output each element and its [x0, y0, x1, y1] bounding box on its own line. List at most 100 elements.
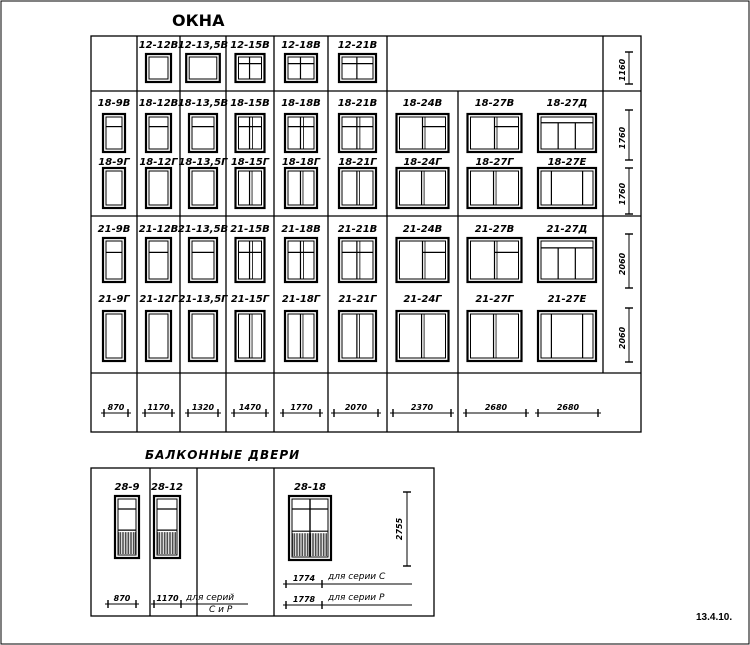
window-18-13,5В: 18-13,5В	[178, 98, 228, 154]
door-note-series: для серий	[185, 593, 234, 603]
window-18-12Г: 18-12Г	[139, 157, 178, 210]
width-dimension-value: 1170	[147, 403, 170, 412]
window-label: 21-18Г	[282, 294, 321, 305]
width-dimension-value: 1770	[290, 403, 313, 412]
window-label: 21-21Г	[338, 294, 377, 305]
door-18-note-c: для серии С	[327, 572, 386, 582]
window-label: 21-27Г	[475, 294, 514, 305]
window-21-27Д: 21-27Д	[536, 224, 598, 284]
window-label: 18-24В	[403, 98, 443, 109]
window-label: 18-21В	[338, 98, 378, 109]
window-label: 18-27Е	[548, 157, 587, 168]
window-18-9В: 18-9В	[98, 98, 131, 154]
window-21-9В: 21-9В	[98, 224, 131, 284]
window-label: 21-21В	[338, 224, 378, 235]
door-label: 28-18	[294, 482, 326, 493]
window-label: 21-13,5В	[178, 224, 228, 235]
window-label: 21-15В	[230, 224, 270, 235]
door-18-width-c-value: 1774	[293, 574, 316, 583]
width-dimension: 870	[101, 403, 131, 417]
window-label: 18-27Д	[547, 98, 588, 109]
window-18-12В: 18-12В	[139, 98, 179, 154]
window-18-24В: 18-24В	[395, 98, 450, 154]
window-18-13,5Г: 18-13,5Г	[178, 157, 228, 210]
width-dimension: 2680	[535, 403, 601, 417]
window-21-27В: 21-27В	[466, 224, 523, 284]
door-28-9: 28-9	[113, 482, 141, 560]
window-label: 18-13,5В	[178, 98, 228, 109]
window-21-12Г: 21-12Г	[139, 294, 178, 363]
window-12-12В: 12-12В	[139, 40, 178, 84]
height-dimension: 1160	[618, 51, 633, 85]
height-dimension: 2060	[618, 233, 633, 289]
window-label: 21-12В	[139, 224, 179, 235]
width-dimensions: 870 1170 1320 1470 1770 2070 2370 2680 2680	[101, 403, 601, 417]
width-dimension: 2680	[463, 403, 529, 417]
door-width-dimension-value: 870	[114, 594, 131, 603]
window-label: 18-13,5Г	[178, 157, 228, 168]
window-12-21В: 12-21В	[338, 40, 377, 84]
door-width-dimension: 1170	[151, 594, 184, 608]
width-dimension-value: 1320	[192, 403, 215, 412]
door-18-width-c: 1774	[283, 574, 325, 588]
window-label: 18-15Г	[231, 157, 270, 168]
window-label: 18-12Г	[139, 157, 178, 168]
window-label: 18-24Г	[403, 157, 442, 168]
window-label: 18-15В	[230, 98, 270, 109]
window-label: 18-9В	[98, 98, 131, 109]
window-18-24Г: 18-24Г	[395, 157, 450, 210]
window-18-27Д: 18-27Д	[536, 98, 598, 154]
height-dimension: 1760	[618, 167, 633, 215]
window-18-21Г: 18-21Г	[337, 157, 377, 210]
door-width-dimension-value: 1170	[156, 594, 179, 603]
width-dimension: 2070	[331, 403, 381, 417]
window-18-9Г: 18-9Г	[98, 157, 130, 210]
balcony-doors-title: БАЛКОННЫЕ ДВЕРИ	[145, 448, 300, 462]
width-dimension: 1770	[280, 403, 323, 417]
window-label: 18-18Г	[282, 157, 321, 168]
window-21-9Г: 21-9Г	[98, 294, 130, 363]
height-dimension-value: 2060	[618, 252, 627, 275]
door-note-series-names: С и Р	[209, 605, 233, 615]
width-dimension: 1170	[142, 403, 175, 417]
window-label: 18-12В	[139, 98, 179, 109]
window-21-27Г: 21-27Г	[466, 294, 523, 363]
window-label: 12-13,5В	[178, 40, 228, 51]
window-18-15Г: 18-15Г	[231, 157, 270, 210]
window-21-27Е: 21-27Е	[536, 294, 598, 363]
width-dimension-value: 2680	[485, 403, 508, 412]
door-label: 28-9	[114, 482, 139, 493]
window-label: 18-18В	[281, 98, 321, 109]
window-label: 21-18В	[281, 224, 321, 235]
width-dimension: 1320	[185, 403, 221, 417]
window-12-18В: 12-18В	[281, 40, 321, 84]
height-dimension-value: 2060	[618, 326, 627, 349]
window-21-21Г: 21-21Г	[337, 294, 377, 363]
window-18-21В: 18-21В	[338, 98, 378, 154]
window-label: 21-24В	[403, 224, 443, 235]
height-dimension-value: 1160	[618, 58, 627, 81]
door-28-12: 28-12	[151, 482, 183, 560]
window-18-15В: 18-15В	[230, 98, 270, 154]
window-label: 18-21Г	[338, 157, 377, 168]
door-label: 28-12	[151, 482, 183, 493]
width-dimension: 2370	[390, 403, 454, 417]
window-label: 18-27Г	[475, 157, 514, 168]
width-dimension-value: 870	[108, 403, 125, 412]
door-18-width-r-value: 1778	[293, 595, 316, 604]
window-label: 21-9В	[98, 224, 131, 235]
door-18-note-r: для серии Р	[327, 593, 385, 603]
window-18-27Е: 18-27Е	[536, 157, 598, 210]
window-12-15В: 12-15В	[230, 40, 270, 84]
door-width-dimension: 870	[105, 594, 139, 608]
window-label: 21-27Е	[548, 294, 587, 305]
window-label: 21-24Г	[403, 294, 442, 305]
width-dimension: 1470	[231, 403, 269, 417]
window-18-18Г: 18-18Г	[282, 157, 321, 210]
window-label: 21-9Г	[98, 294, 130, 305]
window-18-27В: 18-27В	[466, 98, 523, 154]
window-label: 21-27В	[475, 224, 515, 235]
